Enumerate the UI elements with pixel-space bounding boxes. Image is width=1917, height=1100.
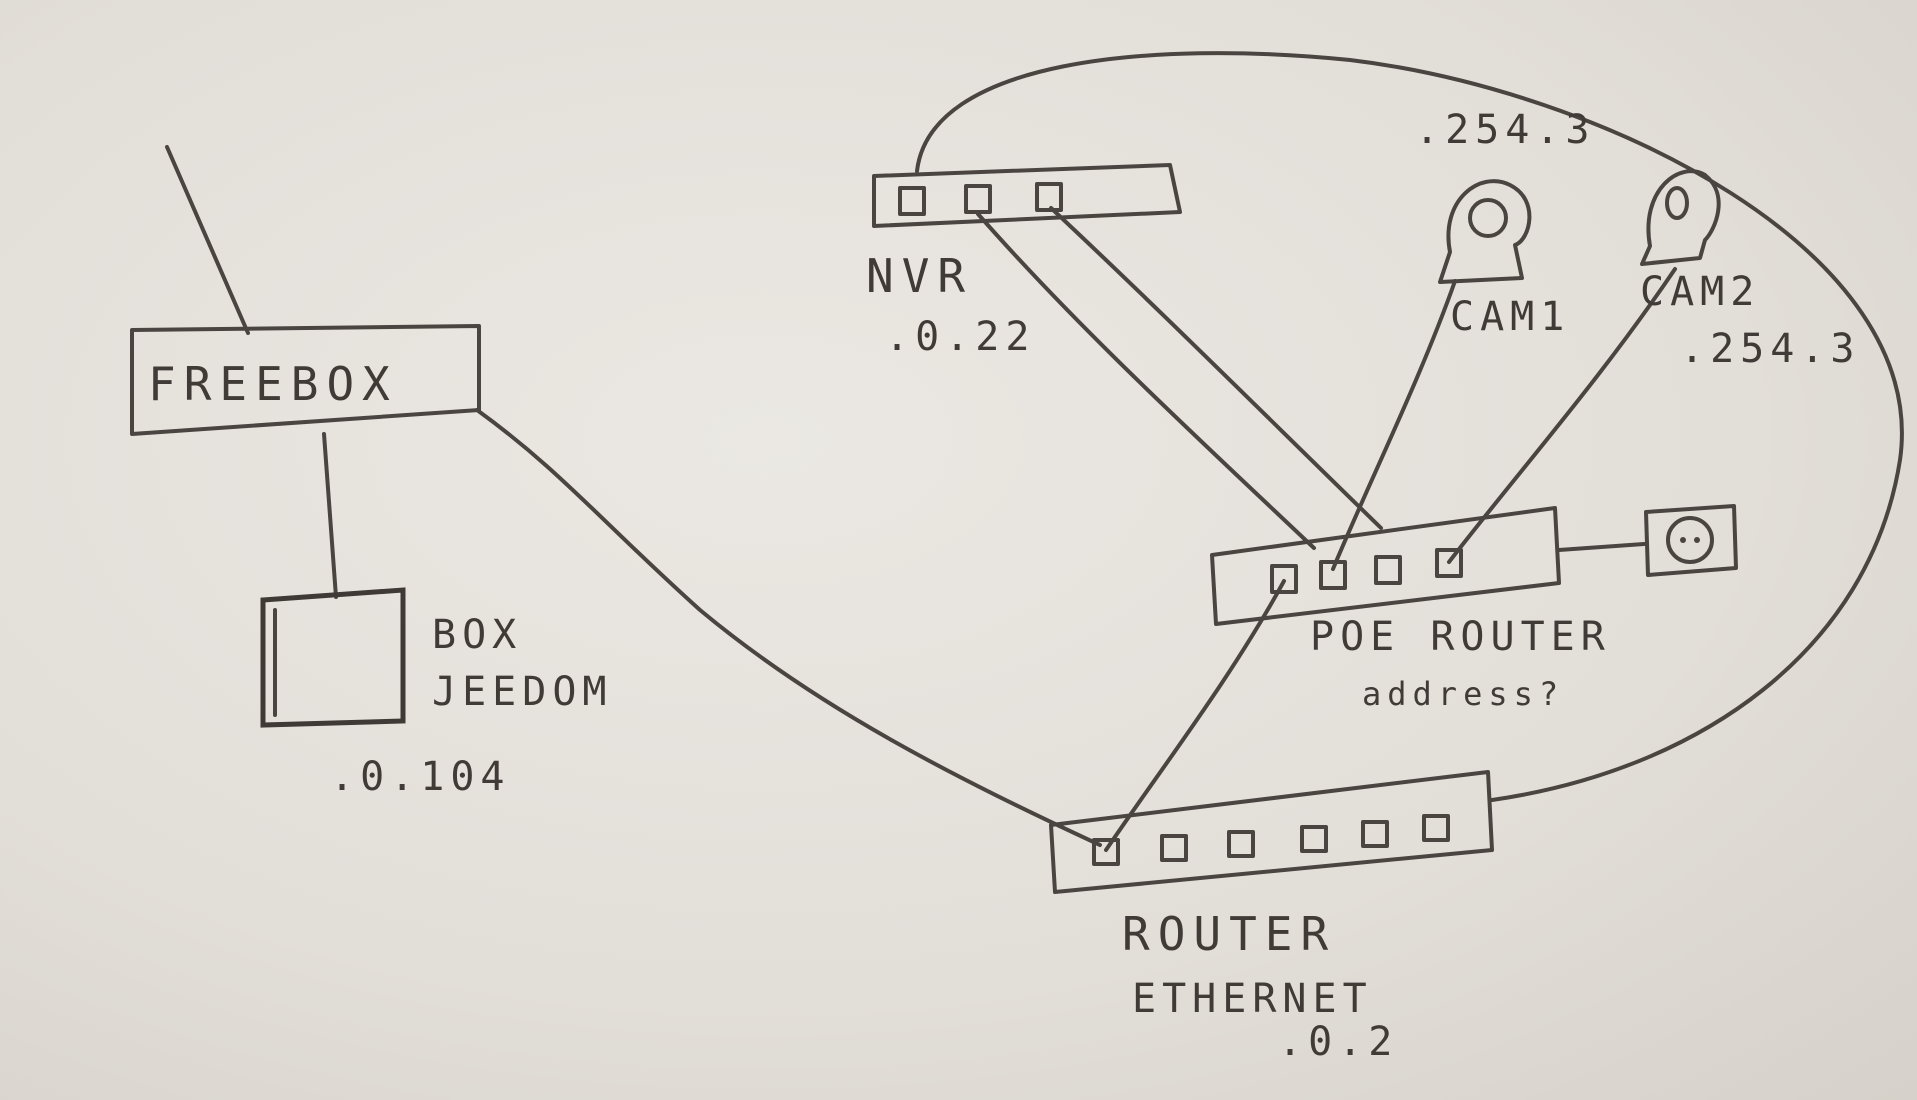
power-outlet-icon xyxy=(1644,504,1738,577)
router-ip: .0.2 xyxy=(1278,1019,1398,1065)
nvr-port xyxy=(898,186,926,216)
nvr-node: NVR .0.22 xyxy=(866,163,1182,360)
poe-router-ip: address? xyxy=(1362,675,1564,713)
nvr-box xyxy=(872,163,1182,228)
nvr-router-loop-link xyxy=(915,51,1904,802)
jeedom-box xyxy=(260,587,406,728)
cam1-ip: .254.3 xyxy=(1415,107,1596,153)
poe-router-link xyxy=(1104,579,1286,852)
nvr-poe-link-1 xyxy=(976,212,1316,550)
camera-icon xyxy=(1640,169,1721,266)
jeedom-node: BOX JEEDOM .0.104 xyxy=(260,587,613,800)
poe-port xyxy=(1374,555,1402,585)
jeedom-ip: .0.104 xyxy=(330,754,511,800)
freebox-box xyxy=(130,324,481,436)
nvr-poe-link-2 xyxy=(1049,206,1383,530)
cam2-ip: .254.3 xyxy=(1680,326,1861,372)
router-port xyxy=(1361,820,1389,848)
jeedom-label-line1: BOX xyxy=(432,612,522,658)
router-label-line2: ETHERNET xyxy=(1132,976,1373,1022)
freebox-router-link xyxy=(475,408,1102,847)
freebox-node: FREEBOX xyxy=(130,324,481,436)
cam1-label: CAM1 xyxy=(1450,294,1570,340)
poe-port xyxy=(1270,564,1298,594)
router-port xyxy=(1300,825,1328,853)
router-label-line1: ROUTER xyxy=(1122,907,1336,961)
connections xyxy=(165,51,1904,852)
cam2-poe-link xyxy=(1447,267,1677,564)
poe-router-node: POE ROUTER address? xyxy=(1210,506,1611,713)
router-port xyxy=(1092,838,1120,866)
poe-port xyxy=(1435,548,1463,578)
router-port xyxy=(1160,834,1188,862)
router-port xyxy=(1422,814,1450,842)
poe-router-label: POE ROUTER xyxy=(1310,614,1611,660)
freebox-jeedom-link xyxy=(322,432,338,599)
camera-icon xyxy=(1438,179,1532,284)
nvr-port xyxy=(964,184,992,214)
freebox-antenna-line xyxy=(165,145,250,335)
router-ethernet-box xyxy=(1049,770,1494,894)
nvr-port xyxy=(1035,182,1063,212)
nvr-ip: .0.22 xyxy=(885,314,1035,360)
cam1-node: .254.3 CAM1 xyxy=(1415,107,1596,340)
poe-router-box xyxy=(1210,506,1561,626)
jeedom-label-line2: JEEDOM xyxy=(432,669,613,715)
freebox-label: FREEBOX xyxy=(148,357,398,411)
router-ethernet-node: ROUTER ETHERNET .0.2 xyxy=(1049,770,1494,1065)
poe-outlet-link xyxy=(1557,542,1646,552)
nvr-label: NVR xyxy=(866,249,973,303)
router-port xyxy=(1227,830,1255,858)
cam2-label: CAM2 xyxy=(1640,269,1760,315)
cam1-poe-link xyxy=(1331,279,1457,571)
poe-port xyxy=(1319,560,1347,590)
cam2-node: CAM2 .254.3 xyxy=(1640,169,1861,372)
